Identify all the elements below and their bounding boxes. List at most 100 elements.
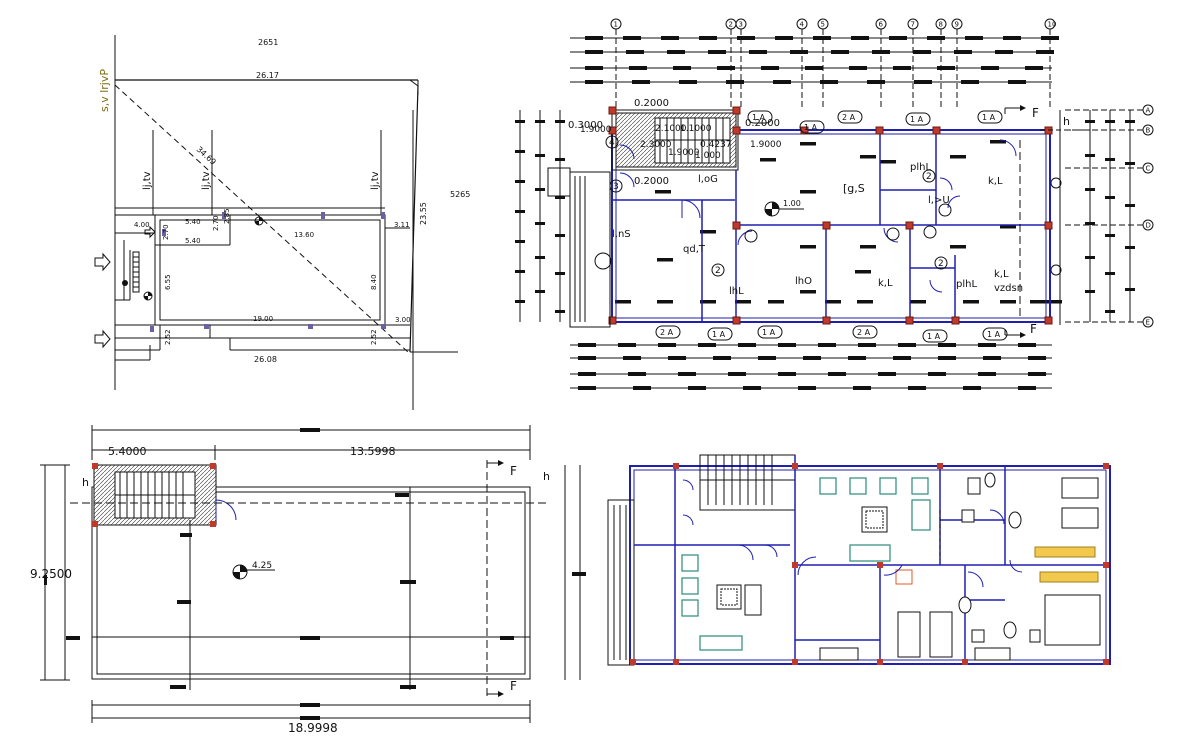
- dim-label: 2.1000: [655, 124, 687, 134]
- site-depth-right: 23.55: [419, 202, 428, 225]
- row-bubble: A: [1065, 104, 1154, 116]
- dim-label: 3.11: [394, 221, 410, 229]
- dim-label: 5.40: [185, 218, 201, 226]
- grid-bubble-label: 4: [800, 21, 805, 29]
- room-label: k,L: [994, 269, 1009, 280]
- grid-bubble-label: 9: [955, 21, 959, 29]
- roof-dim-right: 13.5998: [350, 445, 396, 458]
- grid-bubble-label: 7: [911, 21, 915, 29]
- svg-text:1 A: 1 A: [752, 113, 766, 122]
- svg-text:4: 4: [609, 138, 615, 148]
- dim-label: 2.52: [164, 329, 172, 345]
- row-bubble: C: [1065, 162, 1154, 174]
- dim-label: 1.000: [695, 151, 721, 161]
- room-label: k,L: [988, 176, 1003, 187]
- entry-arrow-icon: [94, 252, 111, 272]
- svg-text:1 A: 1 A: [910, 115, 924, 124]
- dim-label: 19.00: [253, 315, 273, 323]
- section-tag: 2 A: [655, 325, 681, 339]
- site-plan: 2651 26.17 34.69 5265 23.55 s,v lrjvP lj…: [94, 35, 470, 410]
- roof-dim-total: 18.9998: [288, 721, 338, 735]
- section-tag: 1 A: [799, 120, 825, 134]
- dim-label: 4.00: [134, 221, 150, 229]
- svg-text:1 A: 1 A: [804, 123, 818, 132]
- grid-bubble-label: 6: [879, 21, 884, 29]
- site-length-top: 26.17: [256, 71, 279, 80]
- svg-text:2: 2: [938, 259, 944, 269]
- section-tag: 1 A: [747, 110, 773, 124]
- grid-bubble-label: 8: [939, 21, 943, 29]
- level-marker-icon: [233, 565, 247, 579]
- grid-bubble: 7: [907, 18, 919, 110]
- section-tag: 2 A: [837, 110, 863, 124]
- site-right-dim: 5265: [450, 190, 470, 199]
- dim-label: 2.3000: [640, 140, 672, 150]
- grid-bubble: 1: [610, 18, 622, 110]
- grid-bubble: 10: [1044, 18, 1057, 110]
- room-label: qd,T: [683, 244, 706, 255]
- section-mark: F: [510, 464, 517, 478]
- svg-text:1 A: 1 A: [987, 330, 1001, 339]
- svg-text:2: 2: [715, 266, 721, 276]
- section-tag: 1 A: [977, 110, 1003, 124]
- row-bubble: E: [1065, 316, 1154, 328]
- room-label: vzdsn: [994, 283, 1023, 294]
- room-label: [g,S: [843, 182, 865, 195]
- svg-text:2: 2: [926, 172, 932, 182]
- dim-label: 2.52: [370, 329, 378, 345]
- entry-arrow-icon: [94, 329, 111, 349]
- dim-label: 6.55: [164, 274, 172, 290]
- section-mark: F: [1030, 322, 1037, 336]
- dim-label: 2.85: [223, 208, 231, 224]
- section-mark: F: [510, 679, 517, 693]
- dim-label: 2.70: [212, 215, 220, 231]
- site-length-bottom: 26.08: [254, 355, 277, 364]
- dim-label: 1.9000: [750, 140, 782, 150]
- dim-label: 0.2000: [634, 176, 669, 187]
- roof-level-label: 4.25: [252, 561, 272, 571]
- dimension-chains: [515, 36, 1135, 390]
- section-tag: 1 A: [982, 327, 1008, 341]
- svg-text:3: 3: [613, 182, 619, 192]
- row-bubble-label: A: [1146, 107, 1151, 115]
- dim-label: 13.60: [294, 231, 314, 239]
- road-label-3: lj,tv: [370, 171, 381, 190]
- section-mark: h: [1063, 115, 1070, 128]
- dim-label: 1.9000: [668, 148, 700, 158]
- dim-label: 5.40: [185, 237, 201, 245]
- svg-text:1 A: 1 A: [982, 113, 996, 122]
- section-tag: 2 A: [852, 325, 878, 339]
- grid-bubble: 8: [935, 18, 947, 110]
- stair-bubbles: 4 3 2 2 2: [605, 135, 948, 277]
- grid-bubble: 3: [735, 18, 747, 110]
- road-label: s,v lrjvP: [98, 69, 111, 112]
- section-tag: 1 A: [905, 112, 931, 126]
- dim-label: 8.40: [370, 274, 378, 290]
- svg-text:2 A: 2 A: [857, 328, 871, 337]
- grid-bubble-label: 10: [1048, 21, 1057, 29]
- room-label: k,L: [878, 278, 893, 289]
- grid-bubble-label: 5: [821, 21, 825, 29]
- row-bubble-label: D: [1146, 222, 1151, 230]
- row-bubble-label: B: [1146, 127, 1151, 135]
- svg-text:2 A: 2 A: [660, 328, 674, 337]
- level-label: 1.00: [783, 199, 801, 208]
- section-mark: h: [82, 476, 89, 489]
- dim-label: 0.2000: [634, 98, 669, 109]
- site-top-dim: 2651: [258, 38, 278, 47]
- dim-label: 1.1000: [680, 124, 712, 134]
- room-label: lhL: [729, 286, 744, 297]
- roof-plan: 5.4000 13.5998 F F h h 4.25 9.2500 18.99…: [30, 425, 586, 735]
- grid-bubble: 6: [875, 18, 887, 110]
- svg-text:1 A: 1 A: [927, 332, 941, 341]
- room-label: l,nS: [612, 229, 631, 240]
- dim-label: 1.9000: [580, 125, 612, 135]
- room-label: l,oG: [698, 174, 718, 185]
- section-tag: 1 A: [707, 327, 733, 341]
- section-mark: h: [543, 470, 550, 483]
- grid-bubble: 2: [725, 18, 737, 110]
- dim-label: 0.4237: [700, 140, 732, 150]
- grid-bubble: 9: [951, 18, 963, 110]
